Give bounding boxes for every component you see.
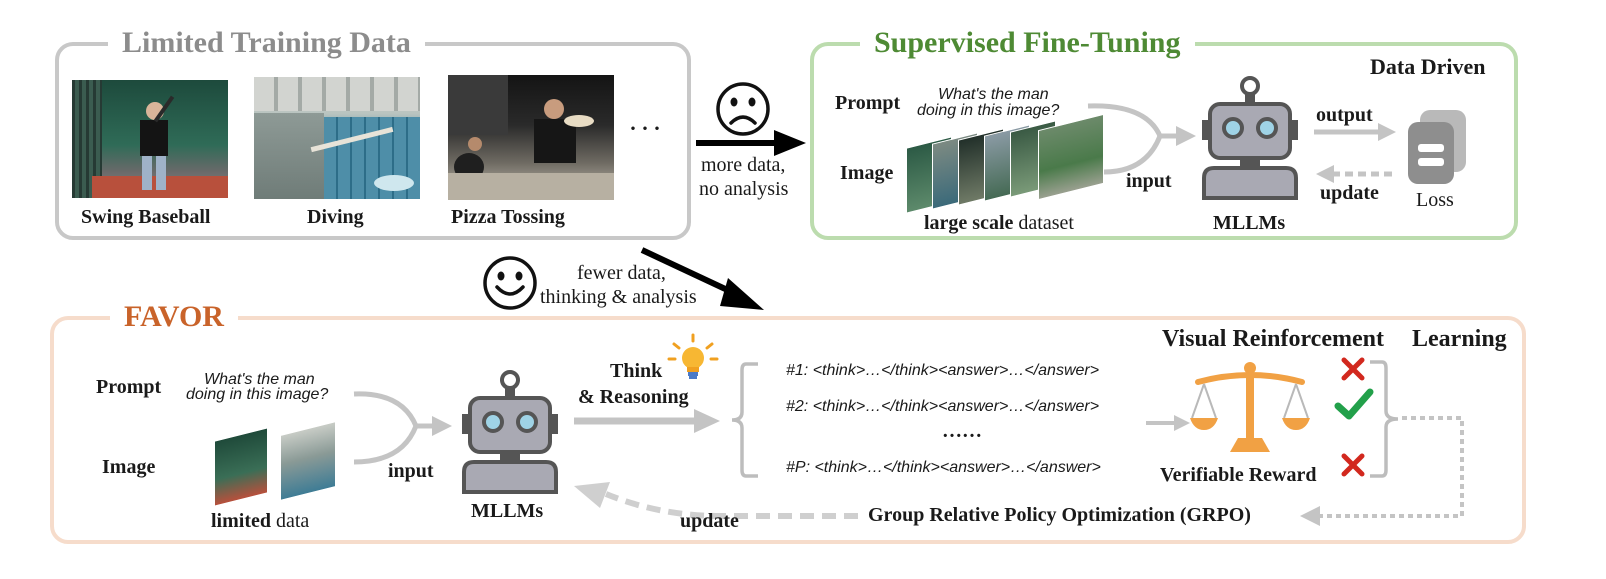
to-reward-arrow — [1146, 415, 1190, 431]
arrow-to-favor — [640, 247, 764, 310]
data-driven-label: Data Driven — [1370, 54, 1486, 79]
limited-bold: limited — [211, 510, 271, 532]
verifiable-reward-label: Verifiable Reward — [1160, 464, 1317, 486]
sft-title: Supervised Fine-Tuning — [860, 26, 1195, 60]
limited-data-images — [212, 421, 342, 507]
large-scale-dataset-label: large scale dataset — [924, 212, 1074, 235]
check-icon — [1334, 388, 1374, 420]
response-2: #2: <think>…</think><answer>…</answer> — [786, 398, 1100, 415]
vrl-title-2: Learning — [1412, 326, 1507, 352]
robot-icon — [1202, 76, 1298, 200]
thinking-analysis-text: thinking & analysis — [540, 286, 697, 308]
smile-face-icon — [483, 256, 537, 310]
robot-icon — [462, 370, 558, 494]
favor-update-arrow — [574, 482, 858, 519]
grpo-label: Group Relative Policy Optimization (GRPO… — [868, 504, 1251, 526]
diving-label: Diving — [307, 206, 364, 228]
pizza-tossing-label: Pizza Tossing — [451, 206, 565, 228]
dataset-text: dataset — [1013, 212, 1074, 234]
grpo-feedback-dotted — [1300, 416, 1464, 526]
favor-prompt-line2: doing in this image? — [186, 386, 329, 403]
favor-prompt-label: Prompt — [96, 376, 162, 398]
cross-icon — [1341, 453, 1365, 477]
more-images-ellipsis: ··· — [628, 112, 664, 145]
think-label: Think — [610, 360, 663, 382]
favor-panel — [50, 316, 1526, 544]
favor-merge-arrow — [353, 391, 452, 465]
output-arrow — [1314, 123, 1396, 141]
think-arrow — [574, 409, 720, 433]
sft-image-label: Image — [840, 162, 894, 184]
diving-image — [254, 77, 420, 199]
sft-model-label: MLLMs — [1213, 212, 1286, 234]
sft-prompt-line2: doing in this image? — [917, 102, 1060, 119]
pizza-tossing-image — [448, 75, 614, 200]
favor-update-label: update — [680, 510, 739, 532]
swing-baseball-image — [72, 80, 228, 198]
favor-prompt-line1: What's the man — [204, 371, 315, 388]
arrow-to-sft — [696, 130, 806, 156]
large-scale-dataset-images — [906, 113, 1106, 214]
more-data-text: more data, — [701, 154, 786, 176]
favor-input-label: input — [388, 460, 434, 482]
document-stack-icon — [1408, 110, 1466, 184]
response-1: #1: <think>…</think><answer>…</answer> — [786, 362, 1100, 379]
sft-prompt-line1: What's the man — [938, 86, 1049, 103]
cross-icon — [1341, 357, 1365, 381]
sft-prompt-label: Prompt — [835, 92, 901, 114]
favor-image-label: Image — [102, 456, 156, 478]
swing-baseball-label: Swing Baseball — [81, 206, 211, 228]
update-arrow-dashed — [1316, 165, 1396, 183]
sft-output-label: output — [1316, 104, 1373, 126]
responses-left-brace — [731, 362, 758, 478]
large-scale-bold: large scale — [924, 212, 1014, 234]
no-analysis-text: no analysis — [699, 178, 789, 200]
response-p: #P: <think>…</think><answer>…</answer> — [786, 459, 1101, 476]
frown-face-icon — [716, 82, 770, 136]
sft-input-label: input — [1126, 170, 1172, 192]
reasoning-label: & Reasoning — [578, 386, 689, 408]
favor-model-label: MLLMs — [471, 500, 544, 522]
response-ellipsis: …… — [942, 420, 982, 442]
reward-right-brace — [1370, 360, 1399, 478]
sft-merge-arrow — [1087, 103, 1196, 175]
limited-data-label: limited data — [211, 510, 309, 533]
fewer-data-text: fewer data, — [577, 262, 666, 284]
data-text: data — [271, 510, 310, 532]
vrl-title-1: Visual Reinforcement — [1162, 326, 1384, 352]
lightbulb-icon — [667, 333, 719, 379]
loss-label: Loss — [1416, 189, 1454, 211]
balance-scale-icon — [1190, 362, 1310, 452]
limited-training-data-title: Limited Training Data — [108, 26, 425, 60]
favor-title: FAVOR — [110, 300, 238, 334]
sft-update-label: update — [1320, 182, 1379, 204]
